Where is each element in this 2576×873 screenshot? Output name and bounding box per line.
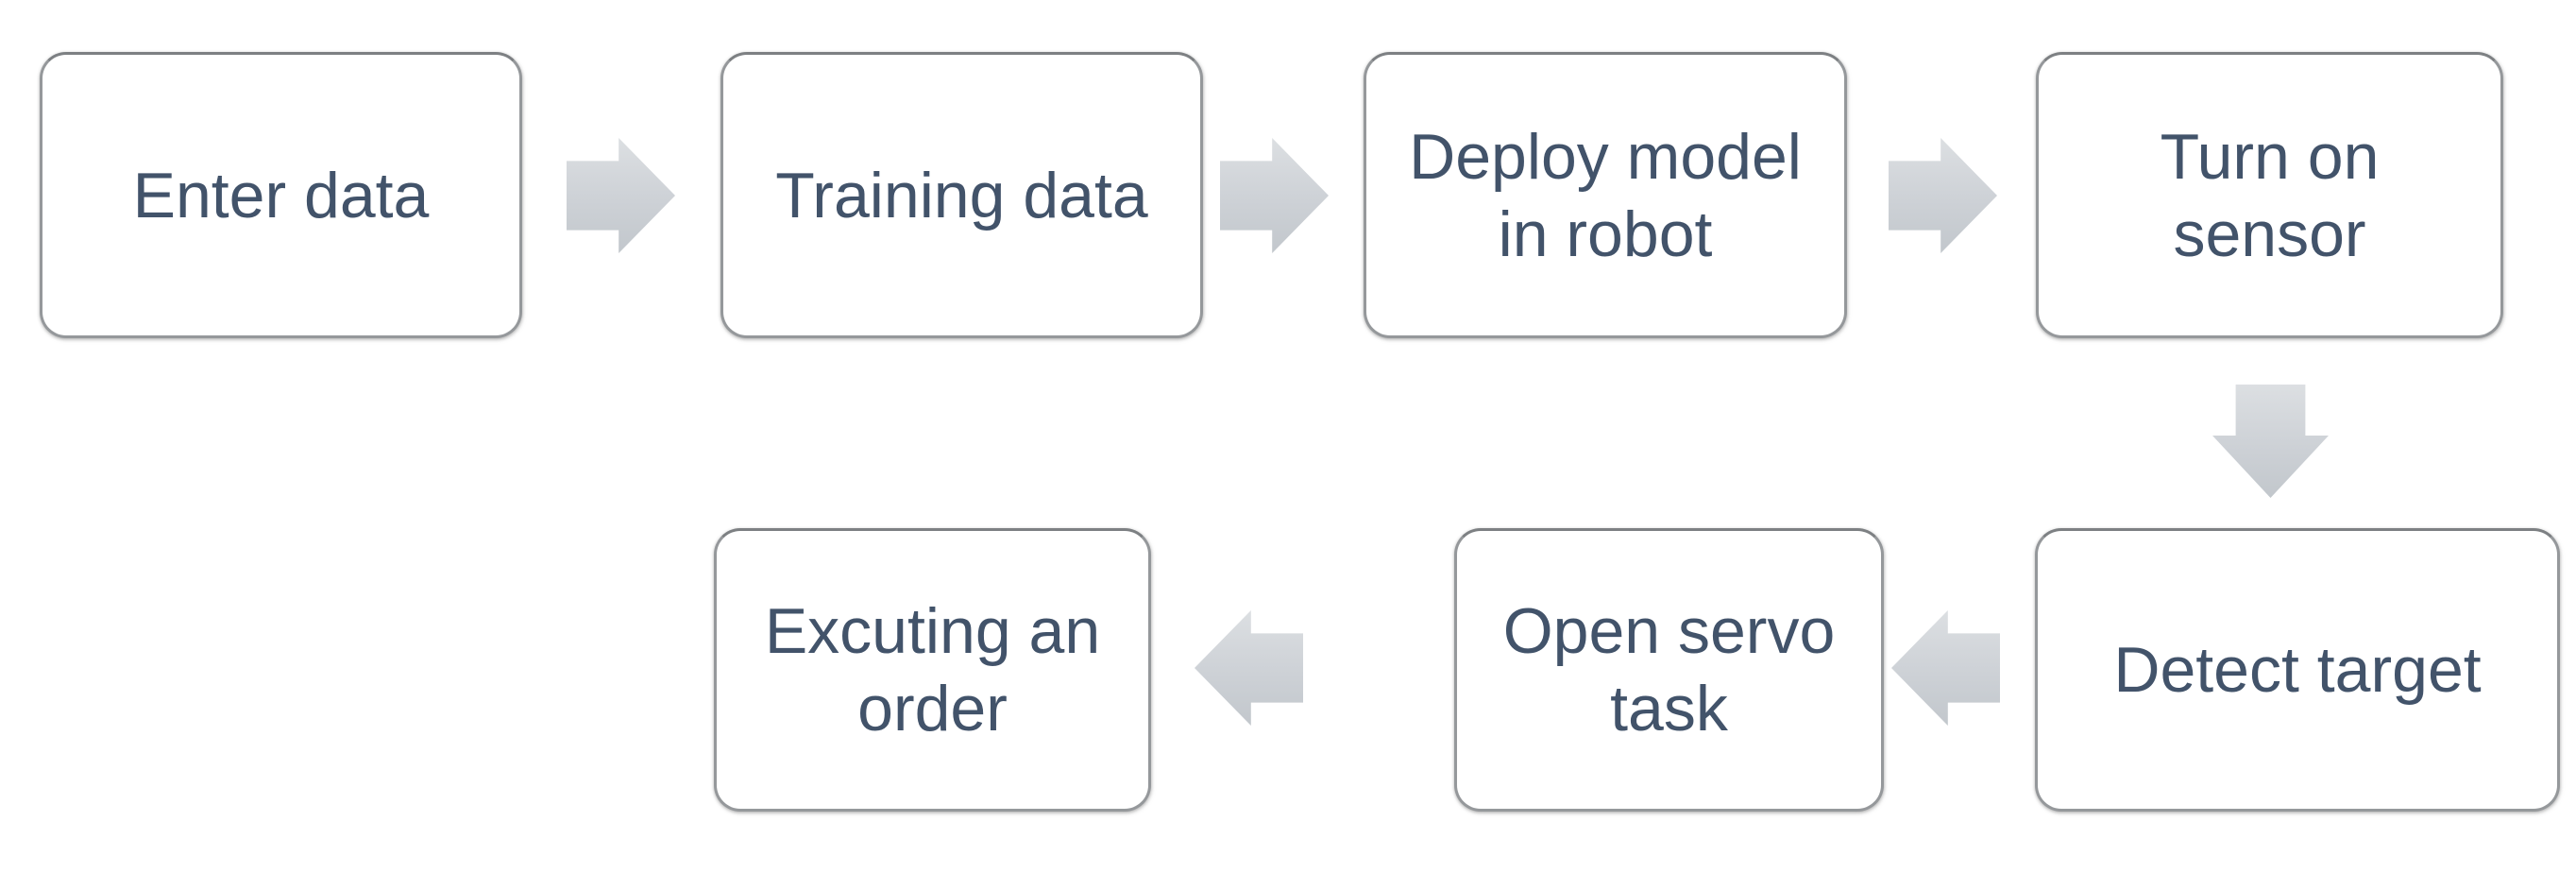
flow-node-label: Turn on sensor xyxy=(2160,120,2380,270)
flow-node-detect-target: Detect target xyxy=(2035,528,2560,812)
flow-node-label: Deploy model in robot xyxy=(1409,120,1802,270)
flow-node-open-servo-task: Open servo task xyxy=(1454,528,1884,812)
flow-node-label: Excuting an order xyxy=(764,595,1101,745)
flow-arrow-down-icon xyxy=(2212,385,2329,498)
flow-arrow-right-icon xyxy=(1889,138,1997,253)
flow-node-enter-data: Enter data xyxy=(40,52,522,338)
flow-node-label: Training data xyxy=(775,159,1148,231)
flow-node-label: Detect target xyxy=(2113,634,2482,706)
flow-node-turn-on-sensor: Turn on sensor xyxy=(2036,52,2503,338)
flow-arrow-left-icon xyxy=(1891,610,2000,726)
flow-arrow-right-icon xyxy=(1220,138,1329,253)
flow-node-excuting-order: Excuting an order xyxy=(714,528,1151,812)
flow-arrow-right-icon xyxy=(567,138,675,253)
flow-node-label: Enter data xyxy=(132,159,430,231)
flow-arrow-left-icon xyxy=(1195,610,1303,726)
flow-node-training-data: Training data xyxy=(720,52,1203,338)
flow-node-label: Open servo task xyxy=(1502,595,1836,745)
flow-node-deploy-model: Deploy model in robot xyxy=(1364,52,1847,338)
